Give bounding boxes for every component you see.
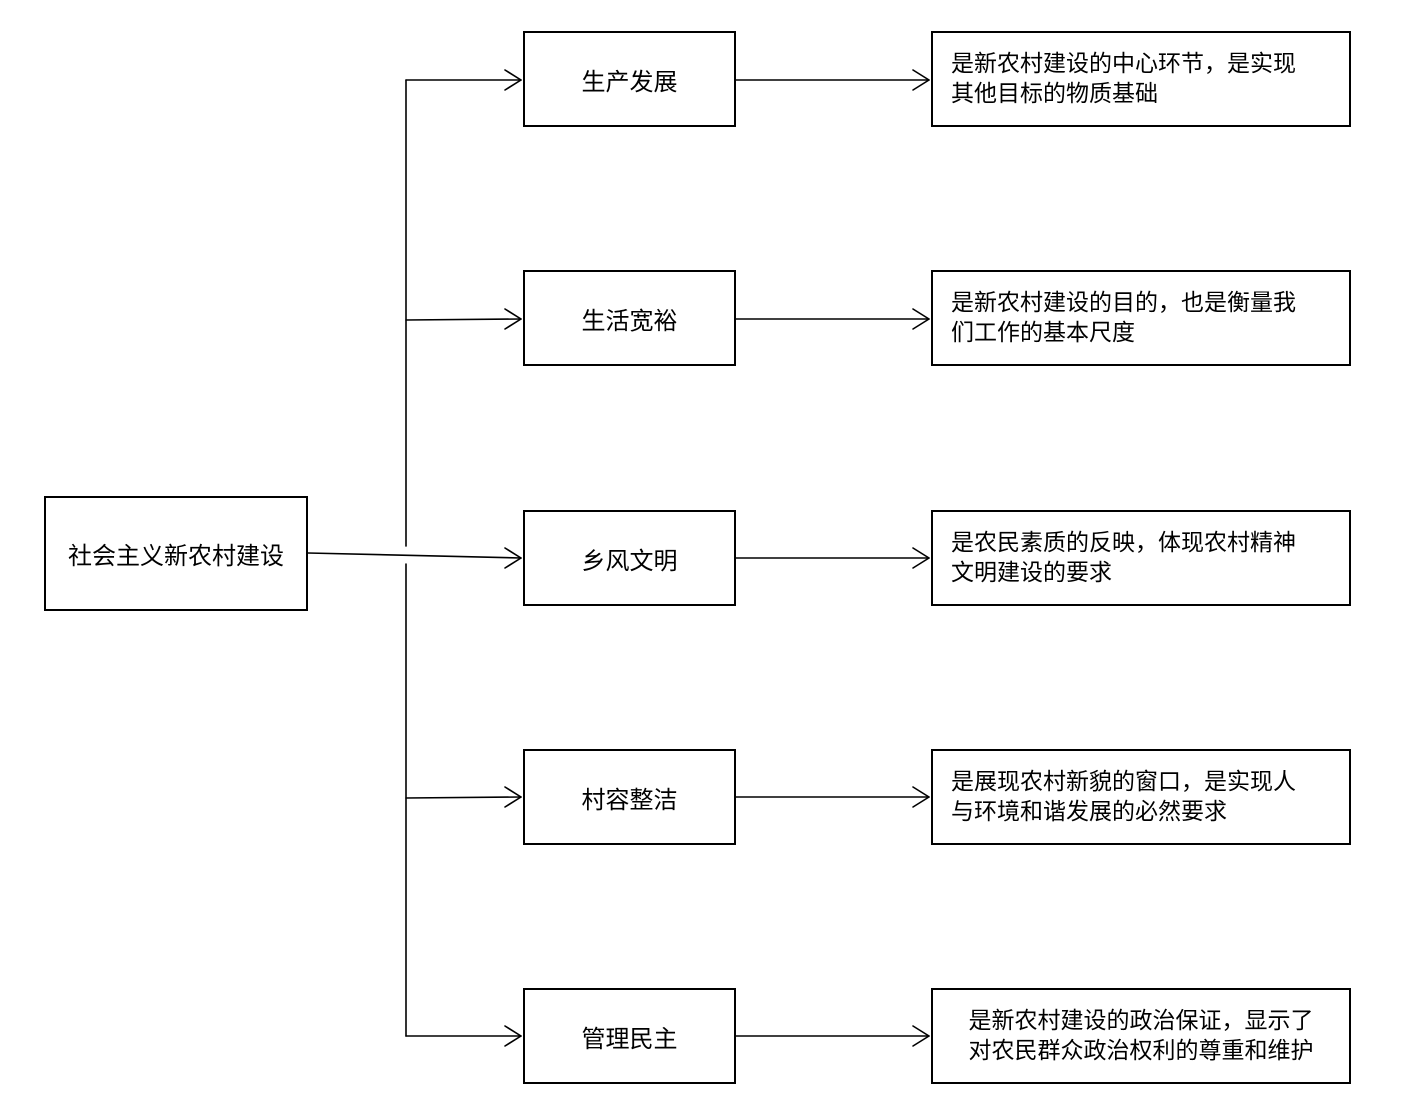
arrowhead [912, 786, 930, 808]
goal-node: 乡风文明 [523, 510, 736, 606]
branch-line-2 [405, 318, 522, 321]
description-line: 对农民群众政治权利的尊重和维护 [968, 1038, 1314, 1064]
arrowhead [504, 786, 522, 808]
description-line: 文明建设的要求 [951, 560, 1112, 586]
description-line: 是新农村建设的政治保证，显示了 [968, 1008, 1314, 1034]
goal-node-label: 村容整洁 [581, 785, 678, 814]
description-node: 是新农村建设的政治保证，显示了 对农民群众政治权利的尊重和维护 [931, 988, 1351, 1084]
description-line: 是展现农村新貌的窗口，是实现人 [951, 769, 1296, 795]
goal-node: 村容整洁 [523, 749, 736, 845]
description-node: 是农民素质的反映，体现农村精神 文明建设的要求 [931, 510, 1351, 606]
arrowhead [912, 69, 930, 91]
arrowhead [912, 308, 930, 330]
arrowhead [504, 69, 522, 91]
goal-node: 管理民主 [523, 988, 736, 1084]
arrowhead [504, 547, 522, 569]
description-node: 是新农村建设的目的，也是衡量我 们工作的基本尺度 [931, 270, 1351, 366]
description-line: 其他目标的物质基础 [951, 81, 1158, 107]
description-line: 是新农村建设的中心环节，是实现 [951, 51, 1296, 77]
arrowhead [912, 547, 930, 569]
arrowhead [504, 308, 522, 330]
goal-node-label: 生活宽裕 [581, 306, 678, 335]
goal-node-label: 生产发展 [581, 67, 678, 96]
goal-node-label: 乡风文明 [581, 546, 678, 575]
goal-node-label: 管理民主 [581, 1024, 678, 1053]
description-line: 与环境和谐发展的必然要求 [951, 799, 1227, 825]
arrowhead [504, 1025, 522, 1047]
root-node-label: 社会主义新农村建设 [68, 542, 284, 570]
root-connector [307, 552, 522, 559]
description-line: 是农民素质的反映，体现农村精神 [951, 530, 1296, 556]
description-line: 们工作的基本尺度 [951, 320, 1135, 346]
branch-line-4 [405, 796, 522, 799]
description-line: 是新农村建设的目的，也是衡量我 [951, 290, 1296, 316]
root-node: 社会主义新农村建设 [44, 496, 308, 611]
arrowhead [912, 1025, 930, 1047]
description-node: 是展现农村新貌的窗口，是实现人 与环境和谐发展的必然要求 [931, 749, 1351, 845]
goal-node: 生活宽裕 [523, 270, 736, 366]
goal-node: 生产发展 [523, 31, 736, 127]
description-node: 是新农村建设的中心环节，是实现 其他目标的物质基础 [931, 31, 1351, 127]
